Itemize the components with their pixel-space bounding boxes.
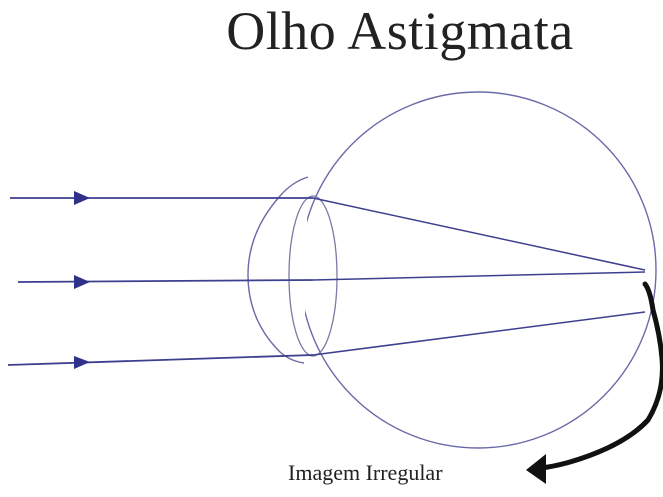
refracted-bottom [313, 312, 645, 355]
refracted-top [313, 198, 645, 270]
pointer-arrowhead [526, 454, 546, 484]
eyeball-outline [300, 92, 656, 448]
ray-arrowheads [74, 191, 90, 369]
arrowhead-bottom [74, 356, 90, 369]
refracted-rays [313, 198, 645, 355]
ray-bottom [8, 355, 313, 365]
arrowhead-middle [74, 275, 90, 289]
arrowhead-top [74, 191, 90, 205]
cornea [248, 177, 308, 363]
refracted-middle [313, 272, 645, 280]
image-caption: Imagem Irregular [288, 462, 443, 484]
